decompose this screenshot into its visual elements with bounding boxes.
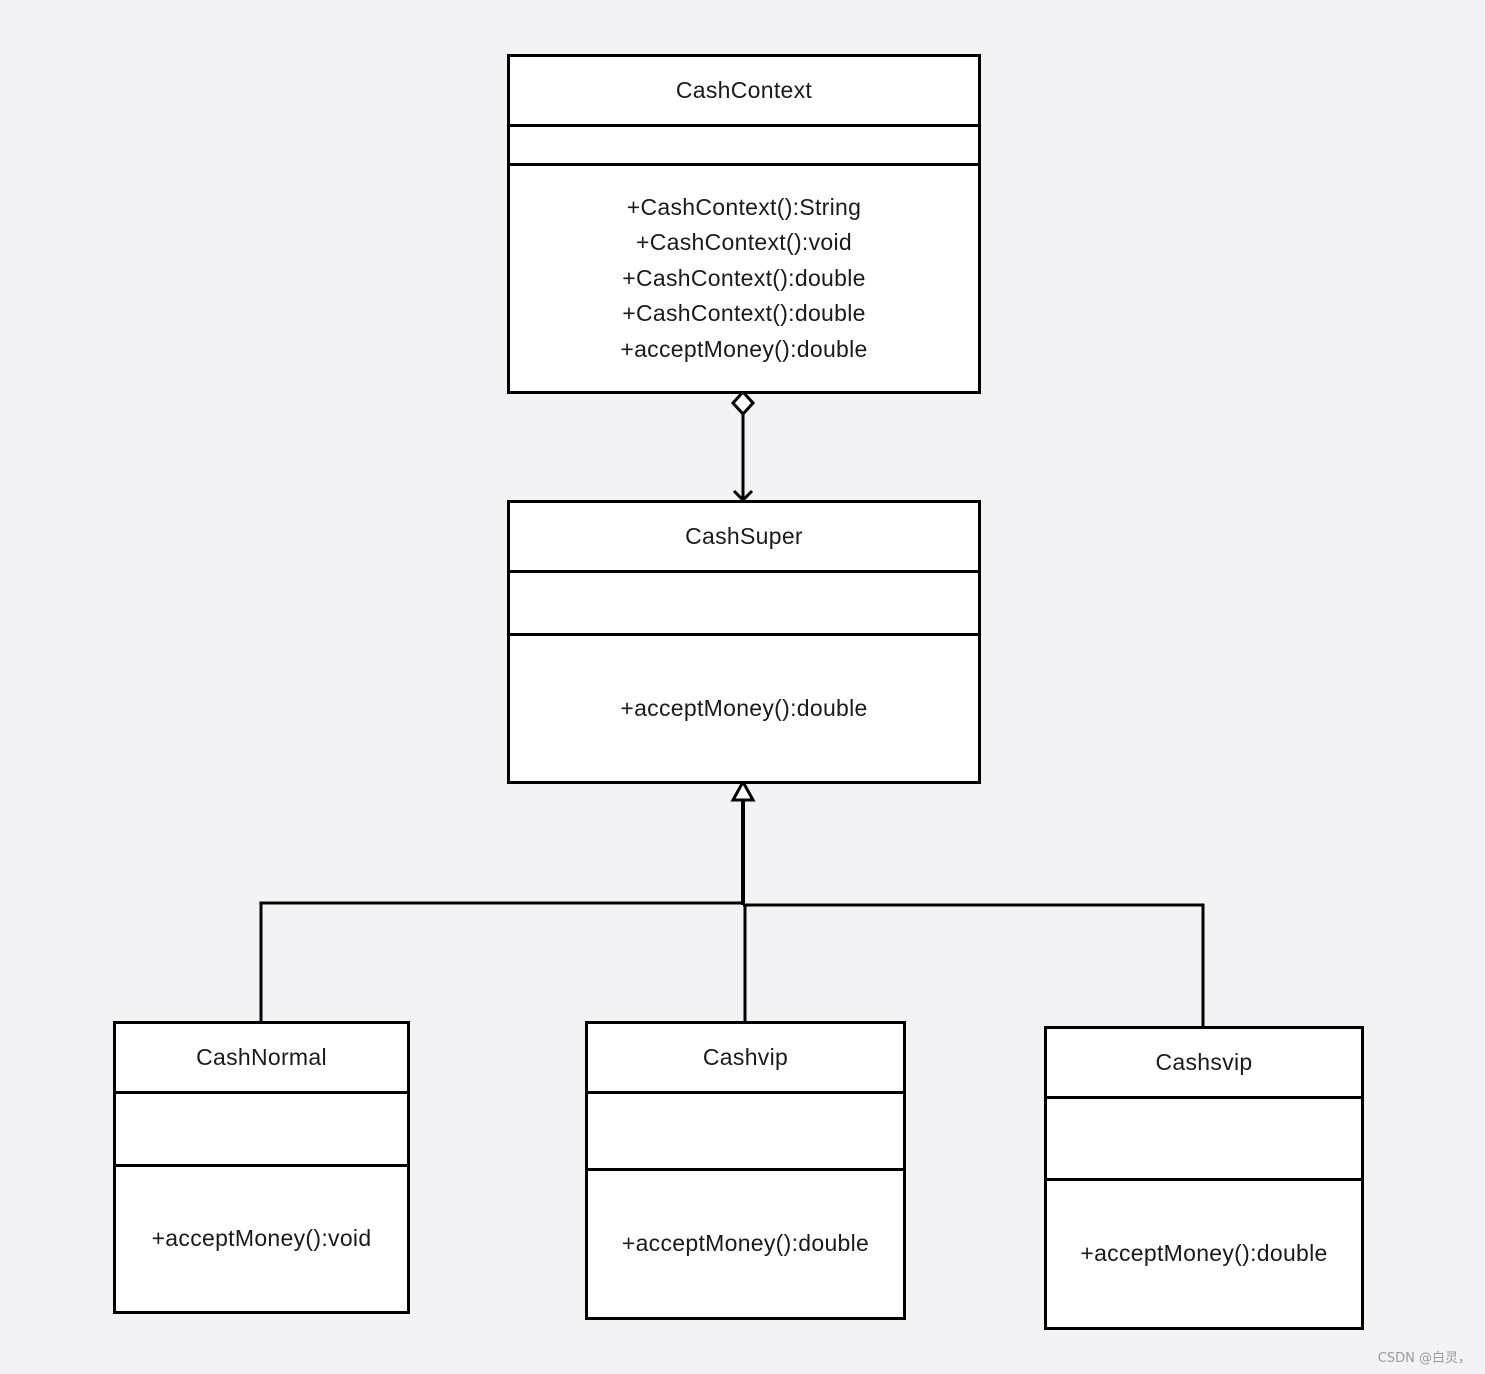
attributes-section (588, 1094, 903, 1171)
methods-section: +acceptMoney():double (510, 636, 978, 781)
attributes-section (510, 573, 978, 636)
method: +CashContext():double (622, 264, 866, 291)
attributes-section (116, 1094, 407, 1167)
class-name: Cashvip (588, 1024, 903, 1094)
method: +CashContext():String (626, 193, 862, 220)
method: +CashContext():void (636, 229, 852, 256)
methods-section: +acceptMoney():void (116, 1167, 407, 1311)
class-name: Cashsvip (1047, 1029, 1361, 1099)
method: +acceptMoney():double (1080, 1240, 1328, 1267)
inheritance-triangle-icon (730, 778, 756, 802)
aggregation-diamond-icon (730, 389, 756, 417)
methods-section: +acceptMoney():double (1047, 1181, 1361, 1327)
class-cashsvip[interactable]: Cashsvip +acceptMoney():double (1044, 1026, 1364, 1330)
method: +CashContext():double (622, 300, 866, 327)
class-name: CashNormal (116, 1024, 407, 1094)
attributes-section (510, 127, 978, 166)
class-cashvip[interactable]: Cashvip +acceptMoney():double (585, 1021, 906, 1320)
method: +acceptMoney():void (151, 1225, 372, 1252)
class-name: CashSuper (510, 503, 978, 573)
class-cashnormal[interactable]: CashNormal +acceptMoney():void (113, 1021, 410, 1314)
aggregation-connector (730, 389, 756, 503)
method: +acceptMoney():double (620, 335, 868, 362)
watermark: CSDN @白灵， (1377, 1351, 1471, 1366)
class-name: CashContext (510, 57, 978, 127)
attributes-section (1047, 1099, 1361, 1181)
method: +acceptMoney():double (621, 1230, 870, 1257)
methods-section: +acceptMoney():double (588, 1171, 903, 1317)
class-cashcontext[interactable]: CashContext +CashContext():String +CashC… (507, 54, 981, 394)
methods-section: +CashContext():String +CashContext():voi… (510, 166, 978, 391)
method: +acceptMoney():double (620, 694, 868, 721)
class-cashsuper[interactable]: CashSuper +acceptMoney():double (507, 500, 981, 784)
generalization-connector (259, 778, 1205, 1028)
